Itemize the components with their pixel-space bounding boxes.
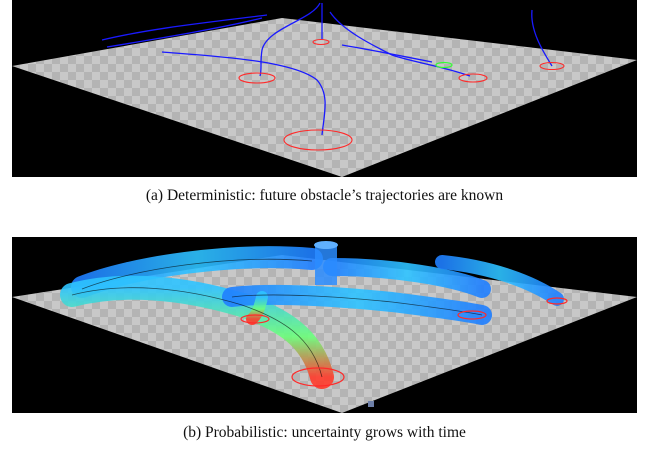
mean-trajectories <box>71 258 483 378</box>
mean-line <box>71 287 323 378</box>
obstacle-ring <box>291 367 345 387</box>
trajectory-line <box>329 11 471 77</box>
uncertainty-tube <box>435 255 564 306</box>
obstacle-trajectories <box>101 2 553 136</box>
uncertainty-tube <box>323 258 491 298</box>
obstacle-ring <box>457 310 487 320</box>
trajectory-line <box>101 14 268 41</box>
obstacle-column-top <box>314 241 338 249</box>
deterministic-scene <box>12 2 637 177</box>
trajectory-line <box>106 17 263 48</box>
trajectory-line <box>161 51 326 136</box>
trajectory-line <box>531 9 553 67</box>
subfigure-b-render <box>12 237 637 413</box>
robot-ring <box>435 61 453 69</box>
uncertainty-tube <box>246 291 268 325</box>
obstacle-ring <box>238 72 276 84</box>
obstacle-ring <box>240 314 270 324</box>
obstacle-columns <box>314 241 338 285</box>
mean-line <box>81 258 313 290</box>
obstacle-ring <box>312 38 330 46</box>
caption-a: (a) Deterministic: future obstacle’s tra… <box>145 187 504 204</box>
obstacle-ring <box>539 61 565 71</box>
obstacle-rings <box>240 297 568 387</box>
obstacle-column <box>315 243 337 285</box>
caption-b: (b) Probabilistic: uncertainty grows wit… <box>183 424 466 441</box>
subfigure-a-render <box>12 0 637 177</box>
scene-marker <box>368 401 374 407</box>
probabilistic-scene <box>12 241 637 413</box>
trajectory-line <box>259 2 321 77</box>
obstacle-rings <box>238 38 565 151</box>
obstacle-ring <box>283 129 353 151</box>
obstacle-ring <box>546 297 568 305</box>
obstacle-ring <box>458 73 488 83</box>
mean-line <box>231 294 483 316</box>
trajectory-line <box>341 44 433 63</box>
